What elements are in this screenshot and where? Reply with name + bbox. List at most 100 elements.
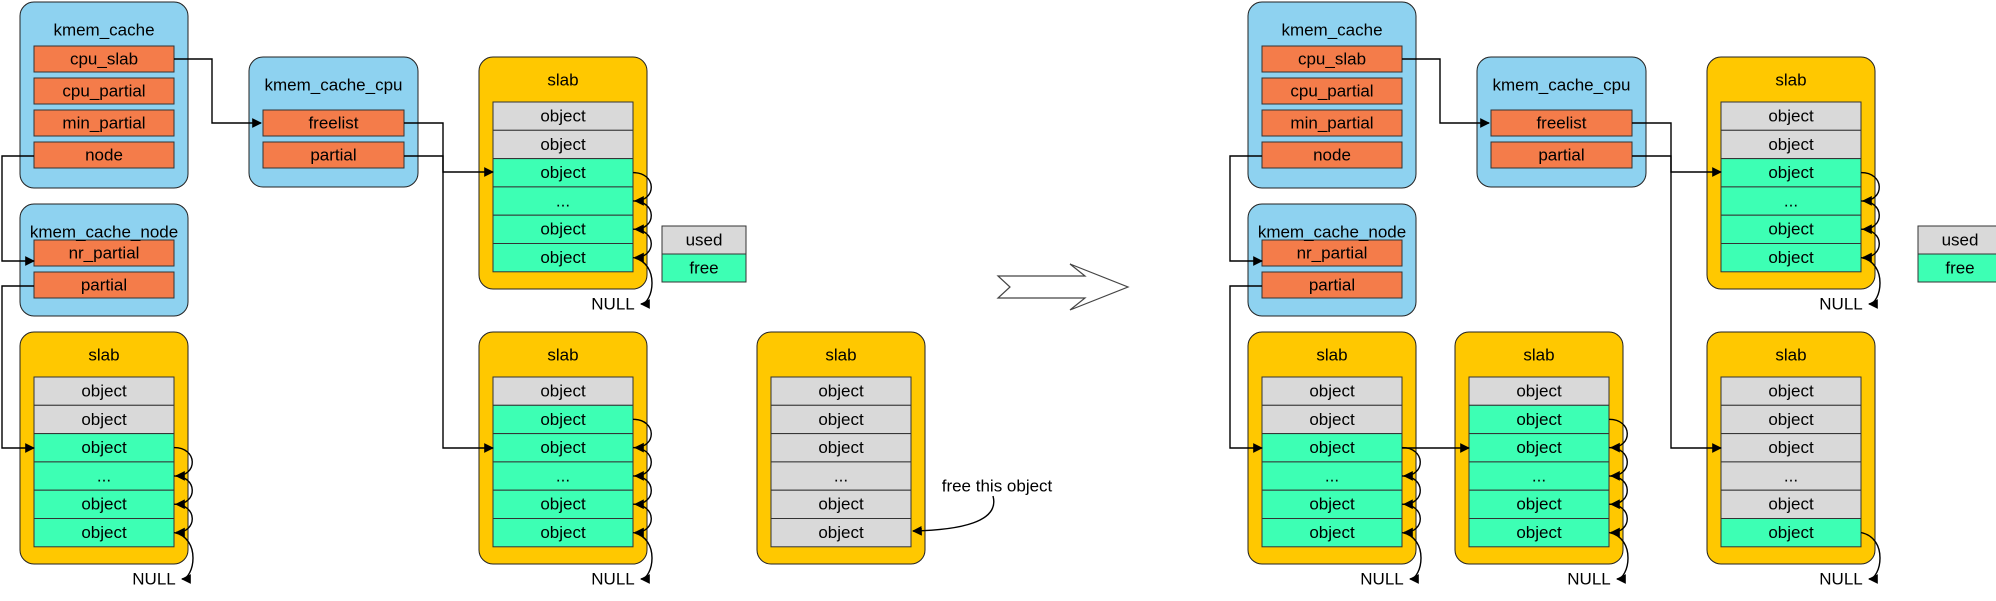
right-partial-slab-1-object-label-2: object — [1516, 438, 1562, 457]
right-partial-slab-2-object-0 — [1720, 376, 1862, 406]
left-cpu-slab-object-1 — [492, 129, 634, 160]
right-cpu-slab-object-0 — [1720, 101, 1862, 131]
left-partial-slab-object-label-1: object — [540, 410, 586, 429]
left-cpu-slab-chain-link-0 — [632, 171, 652, 206]
free-this-object-annotation: free this object — [942, 477, 1053, 496]
free-this-object-arrow — [912, 495, 995, 536]
right-partial-slab-2-object-label-3: ... — [1784, 466, 1798, 485]
right-cpu-partial-field-box — [1261, 77, 1403, 105]
left-cpu-slab-object-label-4: object — [540, 220, 586, 239]
left-partial-slab-title: slab — [547, 346, 578, 365]
left-cpu-slab-object-2 — [492, 158, 634, 188]
left-cpu-partial-field: cpu_partial — [62, 82, 145, 101]
left-cpu-slab-object-label-3: ... — [556, 191, 570, 210]
left-cpu-slab-field-box — [33, 45, 175, 73]
left-node-slab-object-label-0: object — [81, 382, 127, 401]
right-freelist-arrow — [1632, 122, 1722, 177]
left-cpu-partial-list-field-box — [262, 141, 405, 169]
left-full-slab-object-label-3: ... — [834, 466, 848, 485]
right-node-slab-title: slab — [1316, 346, 1347, 365]
right-partial-slab-2-object-label-5: object — [1768, 523, 1814, 542]
right-kmem-cache-cpu-title: kmem_cache_cpu — [1493, 76, 1631, 95]
left-cpu-slab-title: slab — [547, 71, 578, 90]
right-partial-slab-2-object-4 — [1720, 489, 1862, 520]
left-node-slab-chain-link-1 — [173, 475, 193, 510]
right-node-partial-field: partial — [1309, 276, 1355, 295]
right-cpu-slab-field: cpu_slab — [1298, 50, 1366, 69]
right-partial-slab-1-chain-link-2 — [1608, 475, 1628, 510]
right-legend-free-label: free — [1945, 259, 1974, 278]
right-freelist-field: freelist — [1536, 114, 1586, 133]
right-partial-slab-2-chain-null-link — [1860, 531, 1881, 584]
left-node-slab-chain-null-link — [173, 531, 194, 584]
left-partial-slab-object-label-2: object — [540, 438, 586, 457]
right-cpu-slab-chain-null-link — [1860, 256, 1881, 309]
right-partial-slab-1-object-0 — [1468, 376, 1610, 406]
left-full-slab-object-label-4: object — [818, 495, 864, 514]
left-node-slab-chain-link-2 — [173, 503, 193, 538]
left-partial-slab-object-label-0: object — [540, 382, 586, 401]
left-partial-slab-object-label-5: object — [540, 523, 586, 542]
left-cpu-slab-chain-null: NULL — [591, 295, 634, 314]
right-cpu-partial-field: cpu_partial — [1290, 82, 1373, 101]
right-node-slab-chain-link-2 — [1401, 503, 1421, 538]
left-node-slab-object-label-4: object — [81, 495, 127, 514]
left-full-slab-object-3 — [770, 461, 912, 491]
right-node-slab-object-label-4: object — [1309, 495, 1355, 514]
right-cpu-slab-object-label-0: object — [1768, 107, 1814, 126]
right-cpu-slab-object-4 — [1720, 214, 1862, 244]
left-min-partial-field-box — [33, 109, 175, 137]
left-node-slab-object-label-1: object — [81, 410, 127, 429]
left-partial-slab-object-4 — [492, 489, 634, 520]
left-node-slab-object-4 — [33, 489, 175, 520]
right-nr-partial-field: nr_partial — [1297, 244, 1368, 263]
right-partial-slab-1-chain-null: NULL — [1567, 570, 1610, 589]
right-node-slab-object-label-0: object — [1309, 382, 1355, 401]
right-partial-slab-2-object-2 — [1720, 433, 1862, 463]
left-partial-slab-chain-link-0 — [632, 418, 652, 453]
right-node-partial-field-box — [1261, 271, 1403, 299]
left-node-partial-arrow — [1, 285, 35, 453]
right-cpu-slab-object-label-1: object — [1768, 135, 1814, 154]
left-partial-slab-object-5 — [492, 518, 634, 548]
left-min-partial-field: min_partial — [62, 114, 145, 133]
right-cpu-slab-chain-link-2 — [1860, 228, 1880, 263]
right-partial-slab-1-object-label-1: object — [1516, 410, 1562, 429]
right-node-slab-object-3 — [1261, 461, 1403, 491]
left-legend-free-label: free — [689, 259, 718, 278]
left-full-slab-object-label-5: object — [818, 523, 864, 542]
right-partial-slab-2-title: slab — [1775, 346, 1806, 365]
right-node-slab-object-1 — [1261, 404, 1403, 435]
right-cpu-slab-object-label-3: ... — [1784, 191, 1798, 210]
right-node-slab-object-4 — [1261, 489, 1403, 520]
right-partial-slab-1-object-3 — [1468, 461, 1610, 491]
left-node-slab-object-label-5: object — [81, 523, 127, 542]
right-partial-slab-1-object-label-0: object — [1516, 382, 1562, 401]
left-node-slab-object-0 — [33, 376, 175, 406]
right-cpu-slab-object-label-5: object — [1768, 248, 1814, 267]
left-cpu-slab-object-label-5: object — [540, 248, 586, 267]
left-partial-slab-chain-null-link — [632, 531, 653, 584]
right-min-partial-field: min_partial — [1290, 114, 1373, 133]
transition-arrow-icon — [996, 263, 1130, 311]
left-node-slab-object-5 — [33, 518, 175, 548]
left-node-slab-chain-link-0 — [173, 446, 193, 481]
left-kmem-cache-title: kmem_cache — [53, 21, 154, 40]
right-freelist-field-box — [1490, 109, 1633, 137]
right-partial-slab-2-chain-null: NULL — [1819, 570, 1862, 589]
left-nr-partial-field: nr_partial — [69, 244, 140, 263]
right-cpu-slab-chain-link-1 — [1860, 200, 1880, 235]
right-partial-arrow — [1632, 155, 1722, 453]
left-partial-slab-chain-link-2 — [632, 475, 652, 510]
right-cpu-slab-object-label-2: object — [1768, 163, 1814, 182]
right-partial-slab-1-object-label-5: object — [1516, 523, 1562, 542]
right-partial-slab-1-title: slab — [1523, 346, 1554, 365]
left-legend-free-swatch — [661, 253, 747, 283]
left-partial-slab-chain-link-1 — [632, 446, 652, 481]
left-cpu-slab-object-label-1: object — [540, 135, 586, 154]
right-cpu-slab-arrow — [1402, 58, 1490, 128]
left-node-field-box — [33, 141, 175, 169]
left-full-slab-object-4 — [770, 489, 912, 520]
right-node-slab-chain-null-link — [1401, 531, 1422, 584]
